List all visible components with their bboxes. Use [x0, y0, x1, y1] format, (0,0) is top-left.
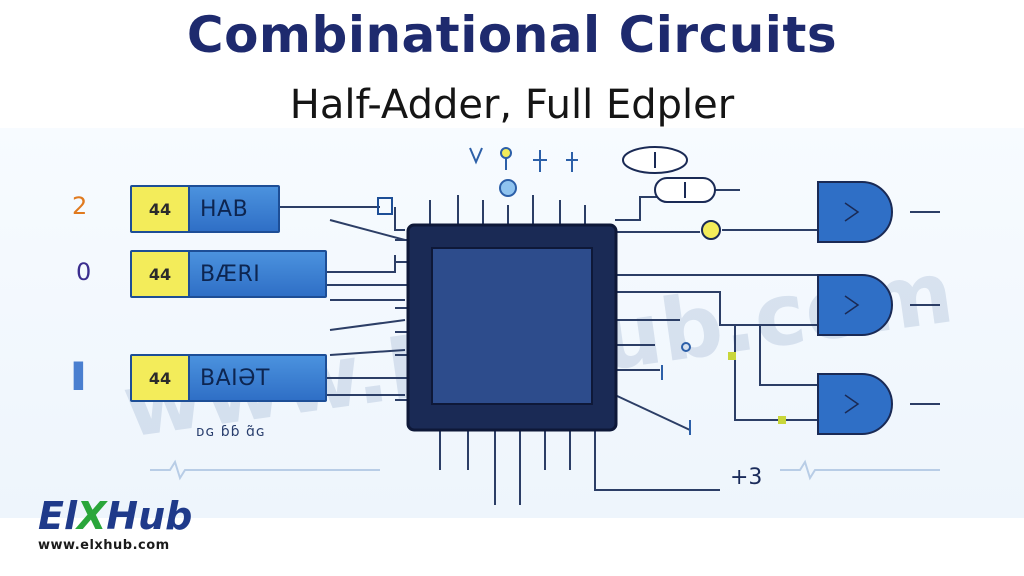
input-box-1: 44 HAB — [130, 185, 280, 233]
side-label-2: 0 — [76, 258, 92, 286]
marker-square — [778, 416, 786, 424]
probe-icon — [469, 147, 483, 165]
chip-icon — [406, 223, 618, 432]
chip-top-pins — [429, 195, 586, 225]
signal-wave — [150, 459, 380, 481]
signal-wave — [780, 459, 940, 481]
wire-diag-1 — [329, 219, 406, 241]
wire-chip-r6 — [614, 394, 691, 431]
input-name: HAB — [190, 187, 278, 231]
gate-arrow — [844, 394, 860, 414]
wire-diag-3 — [329, 319, 406, 331]
wire-gate-3b — [759, 325, 820, 386]
probe-icon — [500, 147, 512, 159]
logo-url: www.elxhub.com — [38, 538, 170, 553]
wire-diag-4 — [329, 349, 406, 356]
and-gate-icon — [817, 274, 893, 336]
and-gate-icon — [817, 373, 893, 435]
marker-square — [728, 352, 736, 360]
input-code: 44 — [132, 356, 190, 400]
input-node-square — [377, 197, 393, 215]
wire-input-1b — [394, 207, 405, 231]
wires — [278, 189, 940, 505]
probe-icon — [566, 152, 578, 172]
input-box-3: 44 BAIƏT — [130, 354, 327, 402]
probe-icon — [499, 179, 517, 197]
input-code: 44 — [132, 187, 190, 231]
small-caption: ᴅɢ ɓɓ ɑ̃ɢ — [196, 424, 266, 440]
wire-gate-1a — [615, 196, 660, 221]
input-name: BÆRI — [190, 252, 325, 296]
logo-wordmark: ElXHub — [38, 494, 193, 538]
and-gates — [817, 181, 893, 435]
wire-gate-3a — [734, 325, 820, 421]
chip-bottom-pins — [439, 430, 596, 505]
input-box-2: 44 BÆRI — [130, 250, 327, 298]
page-subtitle: Half-Adder, Full Edpler — [289, 82, 735, 128]
wire-bottom-out — [594, 455, 720, 491]
top-right-bubbles — [622, 146, 716, 203]
wire-gate-2b — [615, 291, 820, 326]
side-label-1: 2 — [72, 192, 88, 220]
input-name: BAIƏT — [190, 356, 325, 400]
marker-circle — [681, 342, 691, 352]
probe-icon — [533, 150, 547, 172]
gate-arrow — [844, 202, 860, 222]
wire-input-2a — [325, 255, 396, 273]
side-label-3: ▌ — [74, 362, 93, 390]
brand-logo: ElXHub www.elxhub.com — [38, 496, 192, 553]
yellow-node — [701, 220, 721, 240]
page-title: Combinational Circuits — [186, 6, 838, 64]
and-gate-icon — [817, 181, 893, 243]
chip-face — [431, 247, 593, 405]
output-label: +3 — [730, 465, 763, 490]
input-code: 44 — [132, 252, 190, 296]
probe-icons — [469, 147, 578, 197]
chip-left-pins — [395, 239, 410, 401]
gate-arrow — [844, 295, 860, 315]
